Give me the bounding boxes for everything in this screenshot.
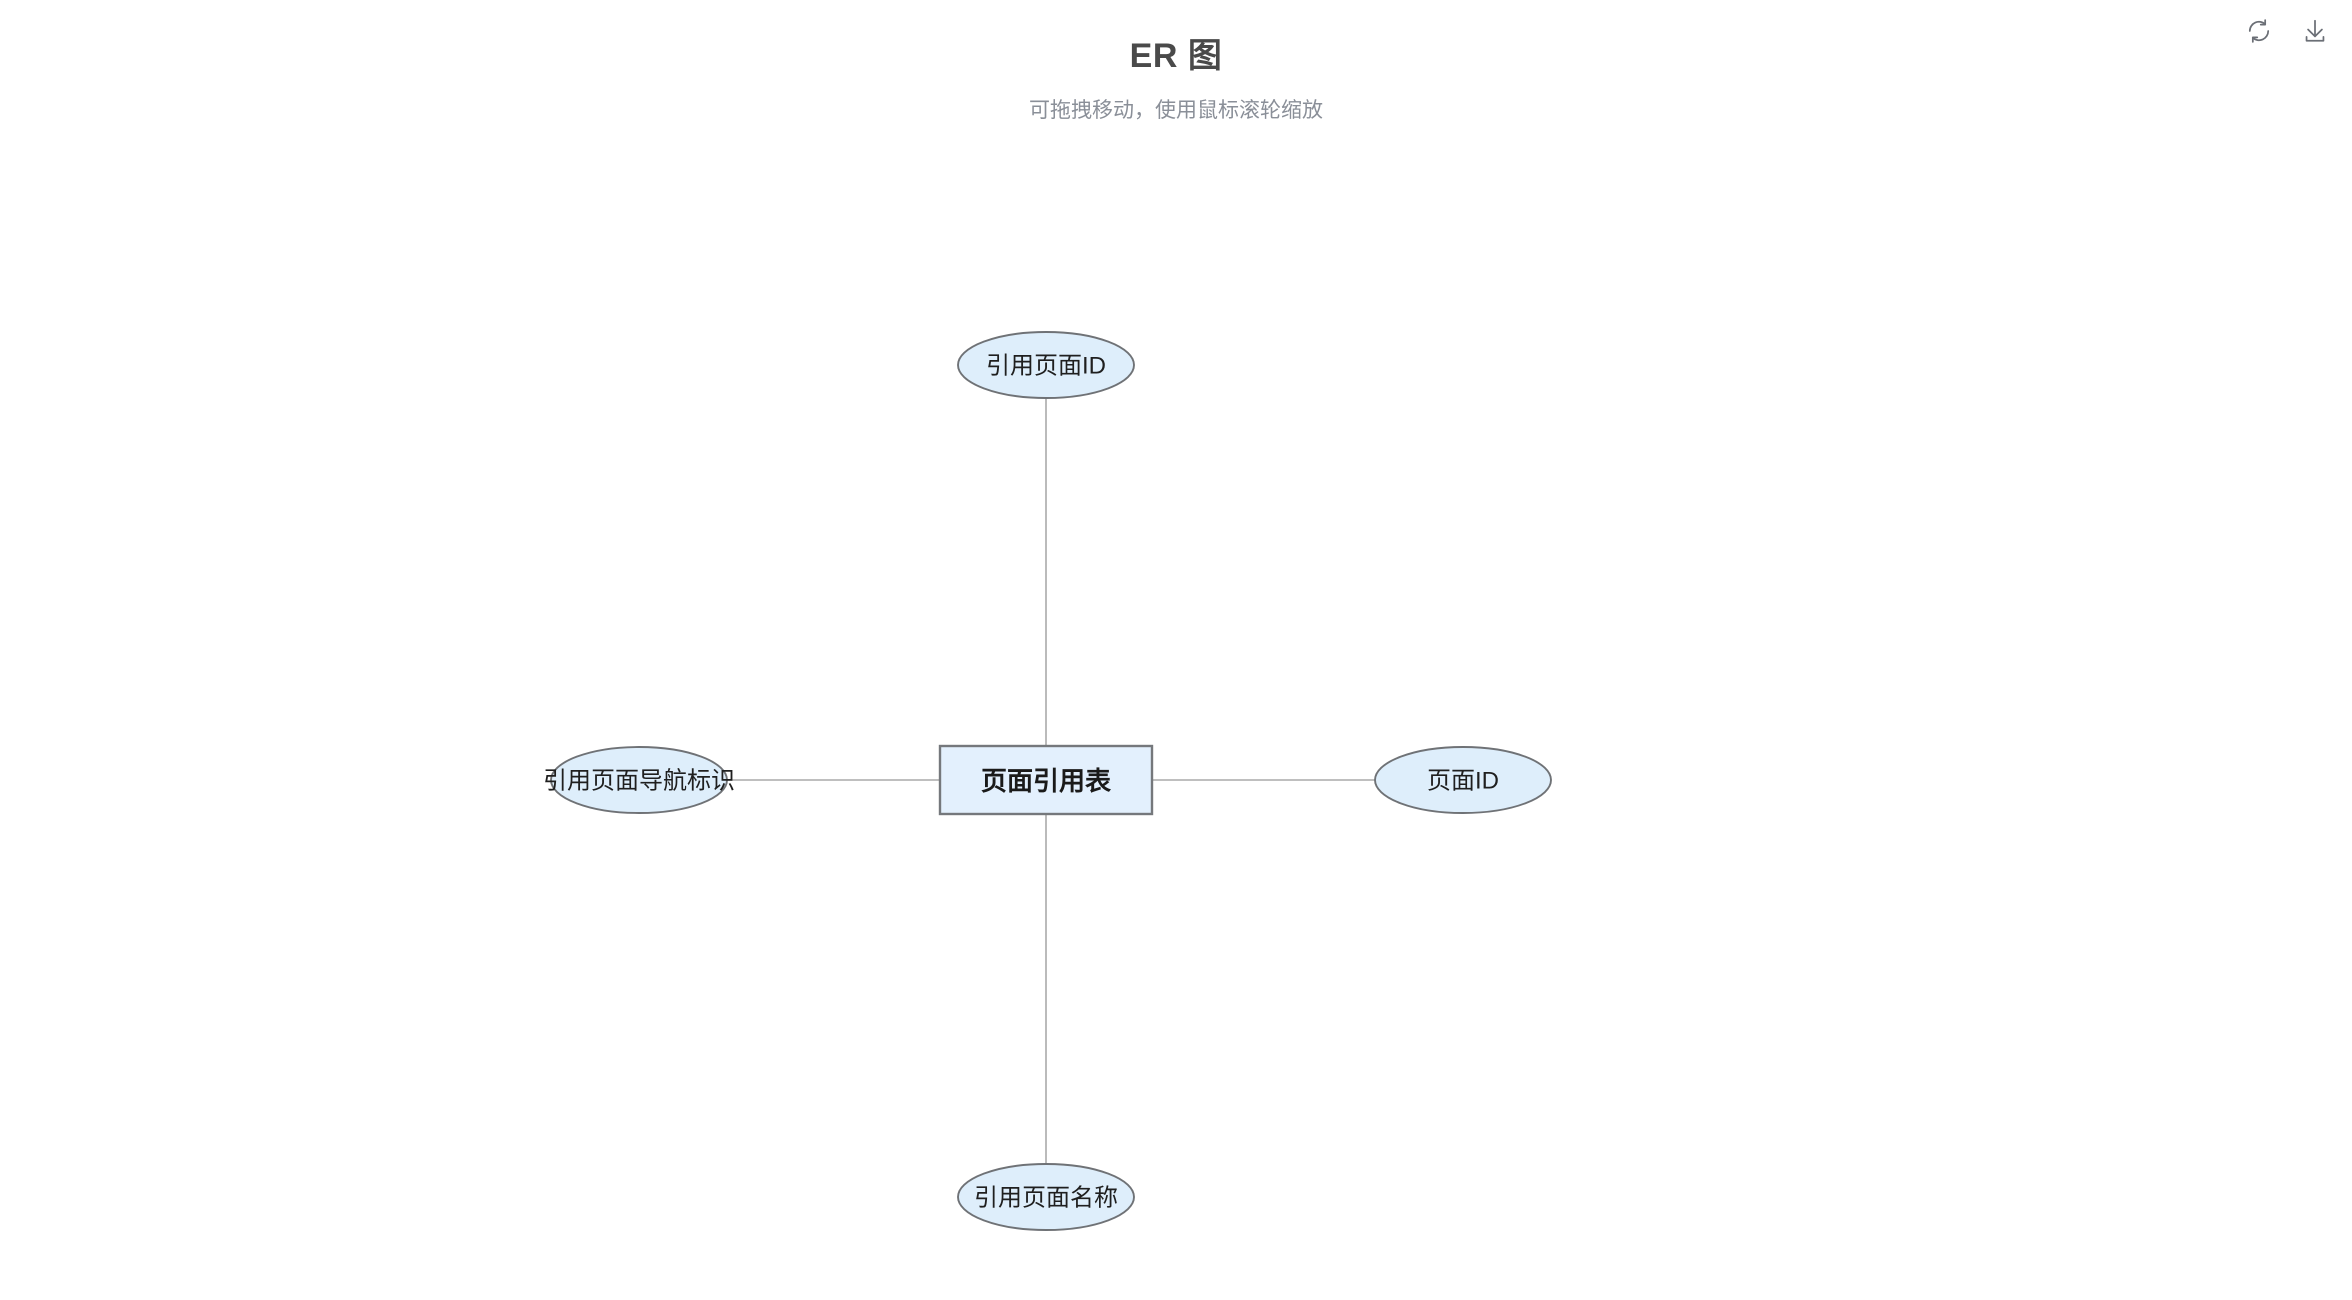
download-image-button[interactable] <box>2298 14 2332 48</box>
attribute-label: 引用页面导航标识 <box>543 768 735 795</box>
refresh-icon <box>2246 18 2272 44</box>
attribute-node-ref-page-id[interactable]: 引用页面ID <box>957 331 1135 399</box>
edge-group <box>727 398 1375 1164</box>
entity-rect[interactable] <box>938 744 1154 816</box>
attribute-label: 页面ID <box>1427 768 1499 795</box>
attribute-ellipse[interactable] <box>1374 746 1552 814</box>
attribute-node-ref-page-name[interactable]: 引用页面名称 <box>957 1163 1135 1231</box>
attribute-label: 引用页面名称 <box>974 1185 1118 1212</box>
diagram-toolbar <box>2242 14 2332 48</box>
attribute-ellipse[interactable] <box>957 1163 1135 1231</box>
entity-label: 页面引用表 <box>981 766 1112 796</box>
attribute-label: 引用页面ID <box>986 353 1106 380</box>
attribute-ellipse[interactable] <box>550 746 728 814</box>
attribute-node-ref-page-nav-key[interactable]: 引用页面导航标识 <box>543 746 735 814</box>
download-icon <box>2302 18 2328 44</box>
entity-node-page-reference-table[interactable]: 页面引用表 <box>938 744 1154 816</box>
attribute-ellipse[interactable] <box>957 331 1135 399</box>
attribute-node-page-id[interactable]: 页面ID <box>1374 746 1552 814</box>
reset-view-button[interactable] <box>2242 14 2276 48</box>
